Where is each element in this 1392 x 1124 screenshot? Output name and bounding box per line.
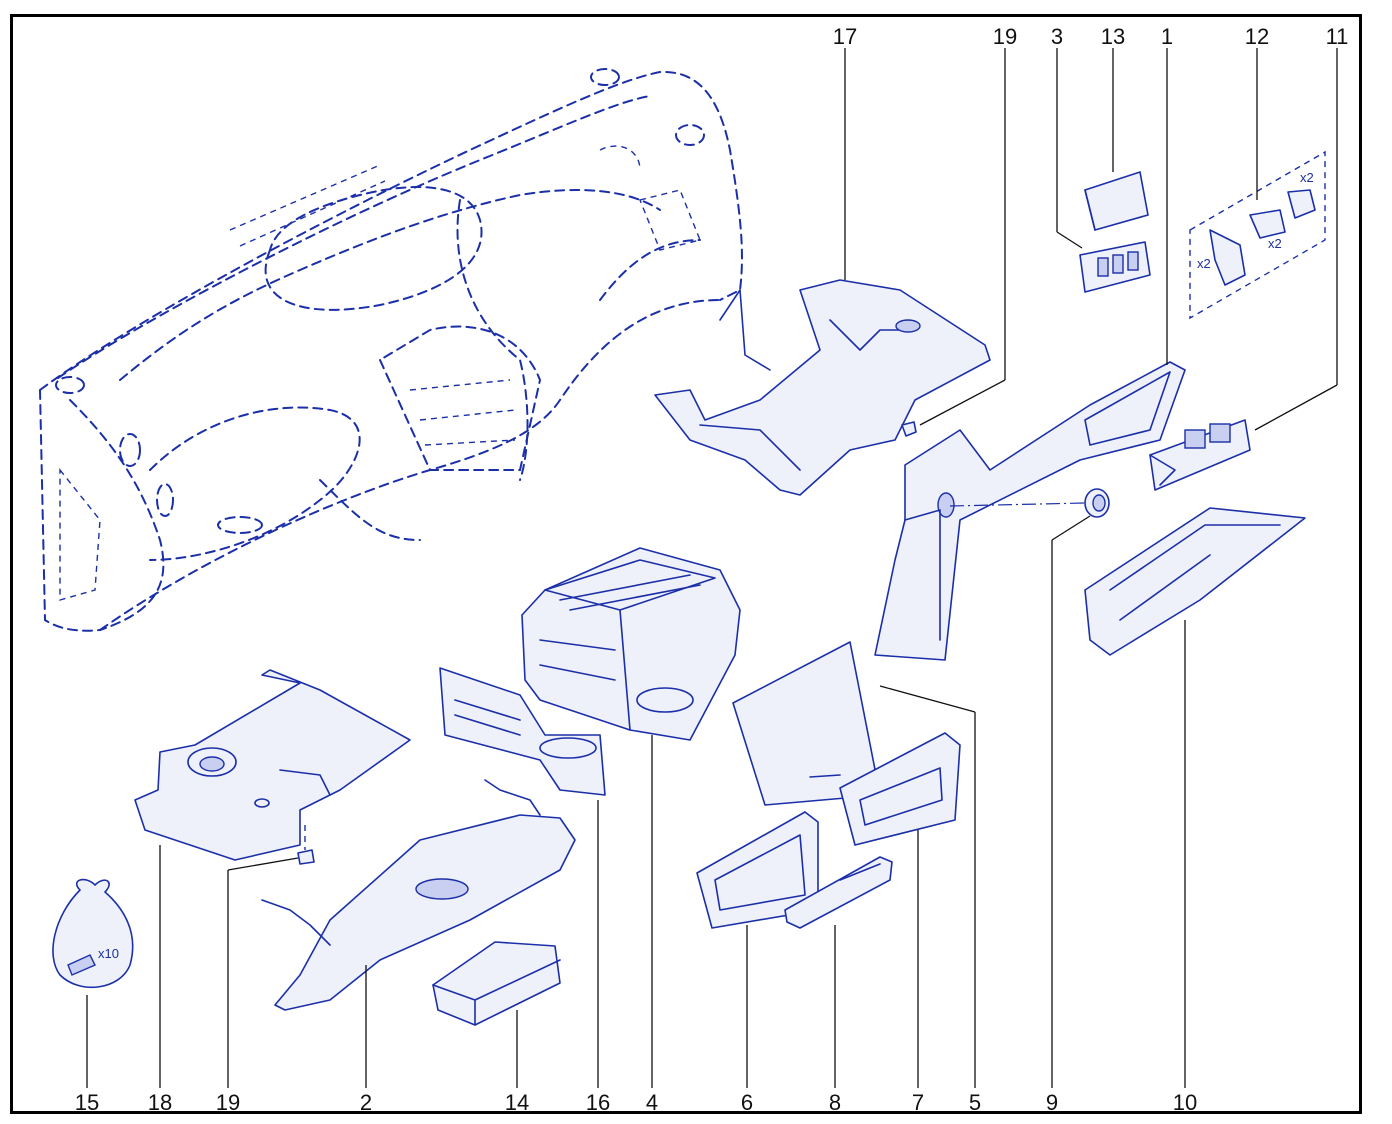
part-14-storage-box <box>432 941 561 1026</box>
part-3-switch-panel <box>1079 241 1151 293</box>
part-19-clip-top <box>901 421 917 437</box>
label-13: 13 <box>1101 24 1125 49</box>
label-19-top: 19 <box>993 24 1017 49</box>
label-7: 7 <box>912 1090 924 1115</box>
part-2-glovebox-lid <box>261 779 576 1011</box>
part-9-ring <box>949 488 1110 518</box>
part-17-upper-cover <box>654 279 991 496</box>
label-11: 11 <box>1326 24 1349 49</box>
label-17: 17 <box>833 24 857 49</box>
label-16: 16 <box>586 1090 610 1115</box>
label-15: 15 <box>75 1090 99 1115</box>
part-11-switch-block <box>1149 419 1251 491</box>
label-2: 2 <box>360 1090 372 1115</box>
label-14: 14 <box>505 1090 529 1115</box>
label-5: 5 <box>969 1090 981 1115</box>
top-labels: 17 19 3 13 1 12 11 <box>833 24 1349 49</box>
label-3: 3 <box>1051 24 1063 49</box>
label-1: 1 <box>1161 24 1173 49</box>
qty-bag: x10 <box>98 946 119 961</box>
bottom-labels: 15 18 19 2 14 16 4 6 8 7 5 9 10 <box>75 1090 1197 1115</box>
label-12: 12 <box>1245 24 1269 49</box>
qty-clip-c: x2 <box>1300 170 1314 185</box>
part-12-clips: x2 x2 x2 <box>1189 150 1326 320</box>
label-4: 4 <box>646 1090 658 1115</box>
qty-clip-a: x2 <box>1197 256 1211 271</box>
part-13-cap <box>1084 171 1149 231</box>
part-15-screw-bag: x10 <box>52 878 134 989</box>
dashboard-outline <box>39 68 743 632</box>
part-6-frame-bezel <box>696 811 819 929</box>
part-7-bezel <box>839 732 961 846</box>
part-4-central-housing <box>521 547 741 741</box>
qty-clip-b: x2 <box>1268 236 1282 251</box>
part-16-cup-holder <box>439 667 606 796</box>
label-6: 6 <box>741 1090 753 1115</box>
part-8-bracket <box>784 856 893 929</box>
part-1-console-side <box>874 361 1186 661</box>
label-9: 9 <box>1046 1090 1058 1115</box>
label-19-bottom: 19 <box>216 1090 240 1115</box>
diagram-frame <box>10 14 1362 1114</box>
leader-lines <box>86 48 1338 1088</box>
label-10: 10 <box>1173 1090 1197 1115</box>
label-8: 8 <box>829 1090 841 1115</box>
part-19-clip-bottom <box>297 825 315 865</box>
part-18-lower-cover <box>134 669 411 861</box>
part-10-tray <box>1084 507 1306 656</box>
label-18: 18 <box>148 1090 172 1115</box>
